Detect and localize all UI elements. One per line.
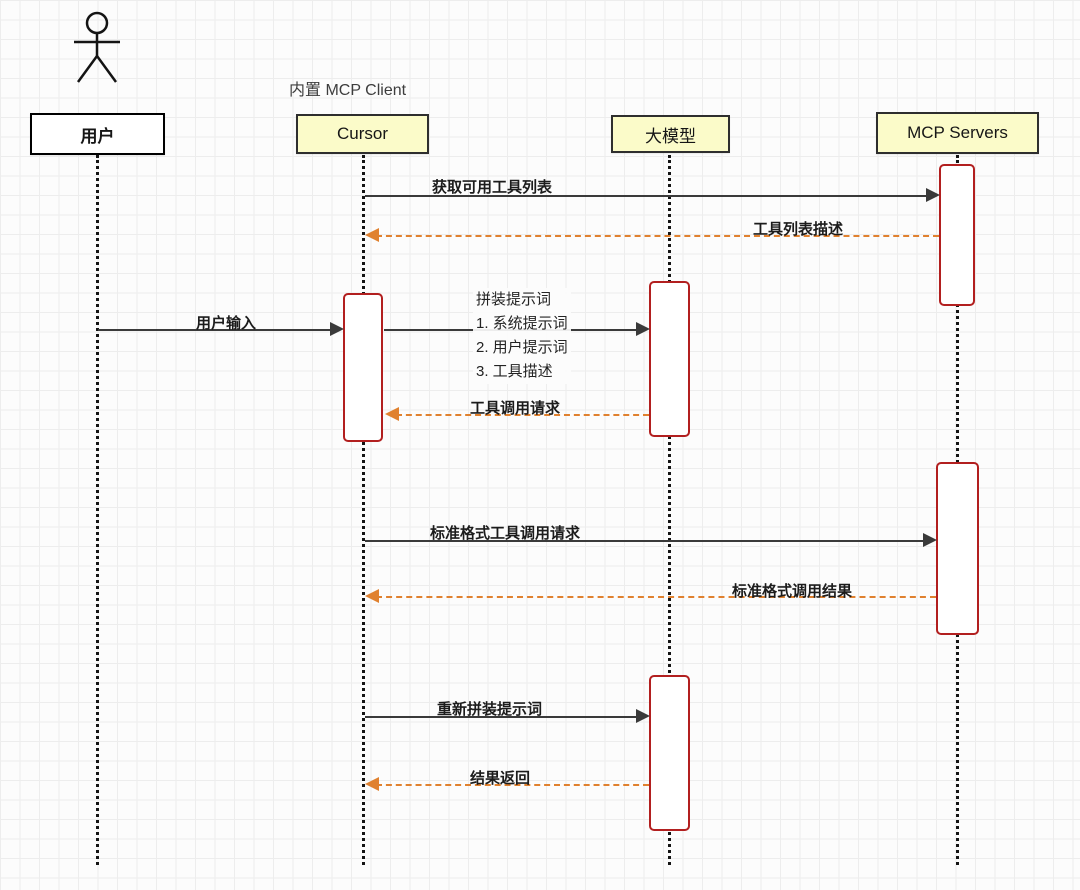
arrowhead-right-icon [923, 533, 937, 547]
activation-llm-2 [649, 675, 690, 831]
arrowhead-left-icon [365, 589, 379, 603]
participant-user-label: 用户 [80, 126, 115, 146]
arrow-shaft [376, 596, 936, 598]
arrowhead-left-icon [365, 228, 379, 242]
lifeline-llm [668, 155, 671, 865]
activation-mcp-2 [936, 462, 979, 635]
lifeline-cursor [362, 155, 365, 865]
arrowhead-right-icon [330, 322, 344, 336]
message-label-user-input: 用户输入 [196, 315, 257, 332]
message-label-reassemble: 重新拼装提示词 [437, 701, 543, 718]
arrowhead-left-icon [385, 407, 399, 421]
assemble-prompt-line: 3. 工具描述 [476, 363, 553, 380]
participant-cursor: Cursor [296, 114, 429, 154]
arrowhead-right-icon [926, 188, 940, 202]
message-label-tools-desc: 工具列表描述 [753, 221, 844, 238]
assemble-prompt-line: 2. 用户提示词 [476, 339, 568, 356]
arrow-shaft [376, 235, 939, 237]
message-label-std-call-request: 标准格式工具调用请求 [430, 525, 581, 542]
participant-llm-label: 大模型 [645, 126, 696, 146]
mcp-client-annotation: 内置 MCP Client [289, 82, 407, 99]
participant-user: 用户 [30, 113, 165, 155]
arrow-shaft [365, 540, 926, 542]
assemble-prompt-label: 拼装提示词 1. 系统提示词 2. 用户提示词 3. 工具描述 [473, 288, 571, 384]
arrowhead-left-icon [365, 777, 379, 791]
arrow-shaft [365, 716, 639, 718]
actor-icon [74, 11, 120, 83]
message-label-get-tools: 获取可用工具列表 [432, 179, 553, 196]
message-label-result-return: 结果返回 [470, 770, 531, 787]
assemble-prompt-line: 1. 系统提示词 [476, 315, 568, 332]
activation-cursor [343, 293, 383, 442]
message-label-tool-call-request: 工具调用请求 [470, 400, 561, 417]
lifeline-user [96, 155, 99, 865]
participant-mcp-label: MCP Servers [907, 123, 1008, 142]
arrow-shaft [396, 414, 649, 416]
arrow-shaft [98, 329, 333, 331]
arrow-shaft [365, 195, 929, 197]
participant-llm: 大模型 [611, 115, 730, 153]
assemble-prompt-line: 拼装提示词 [476, 291, 552, 308]
arrow-shaft [376, 784, 649, 786]
activation-mcp-1 [939, 164, 975, 306]
arrowhead-right-icon [636, 709, 650, 723]
activation-llm-1 [649, 281, 690, 437]
message-label-std-call-result: 标准格式调用结果 [732, 583, 853, 600]
arrowhead-right-icon [636, 322, 650, 336]
participant-cursor-label: Cursor [336, 124, 388, 143]
participant-mcp: MCP Servers [876, 112, 1039, 154]
